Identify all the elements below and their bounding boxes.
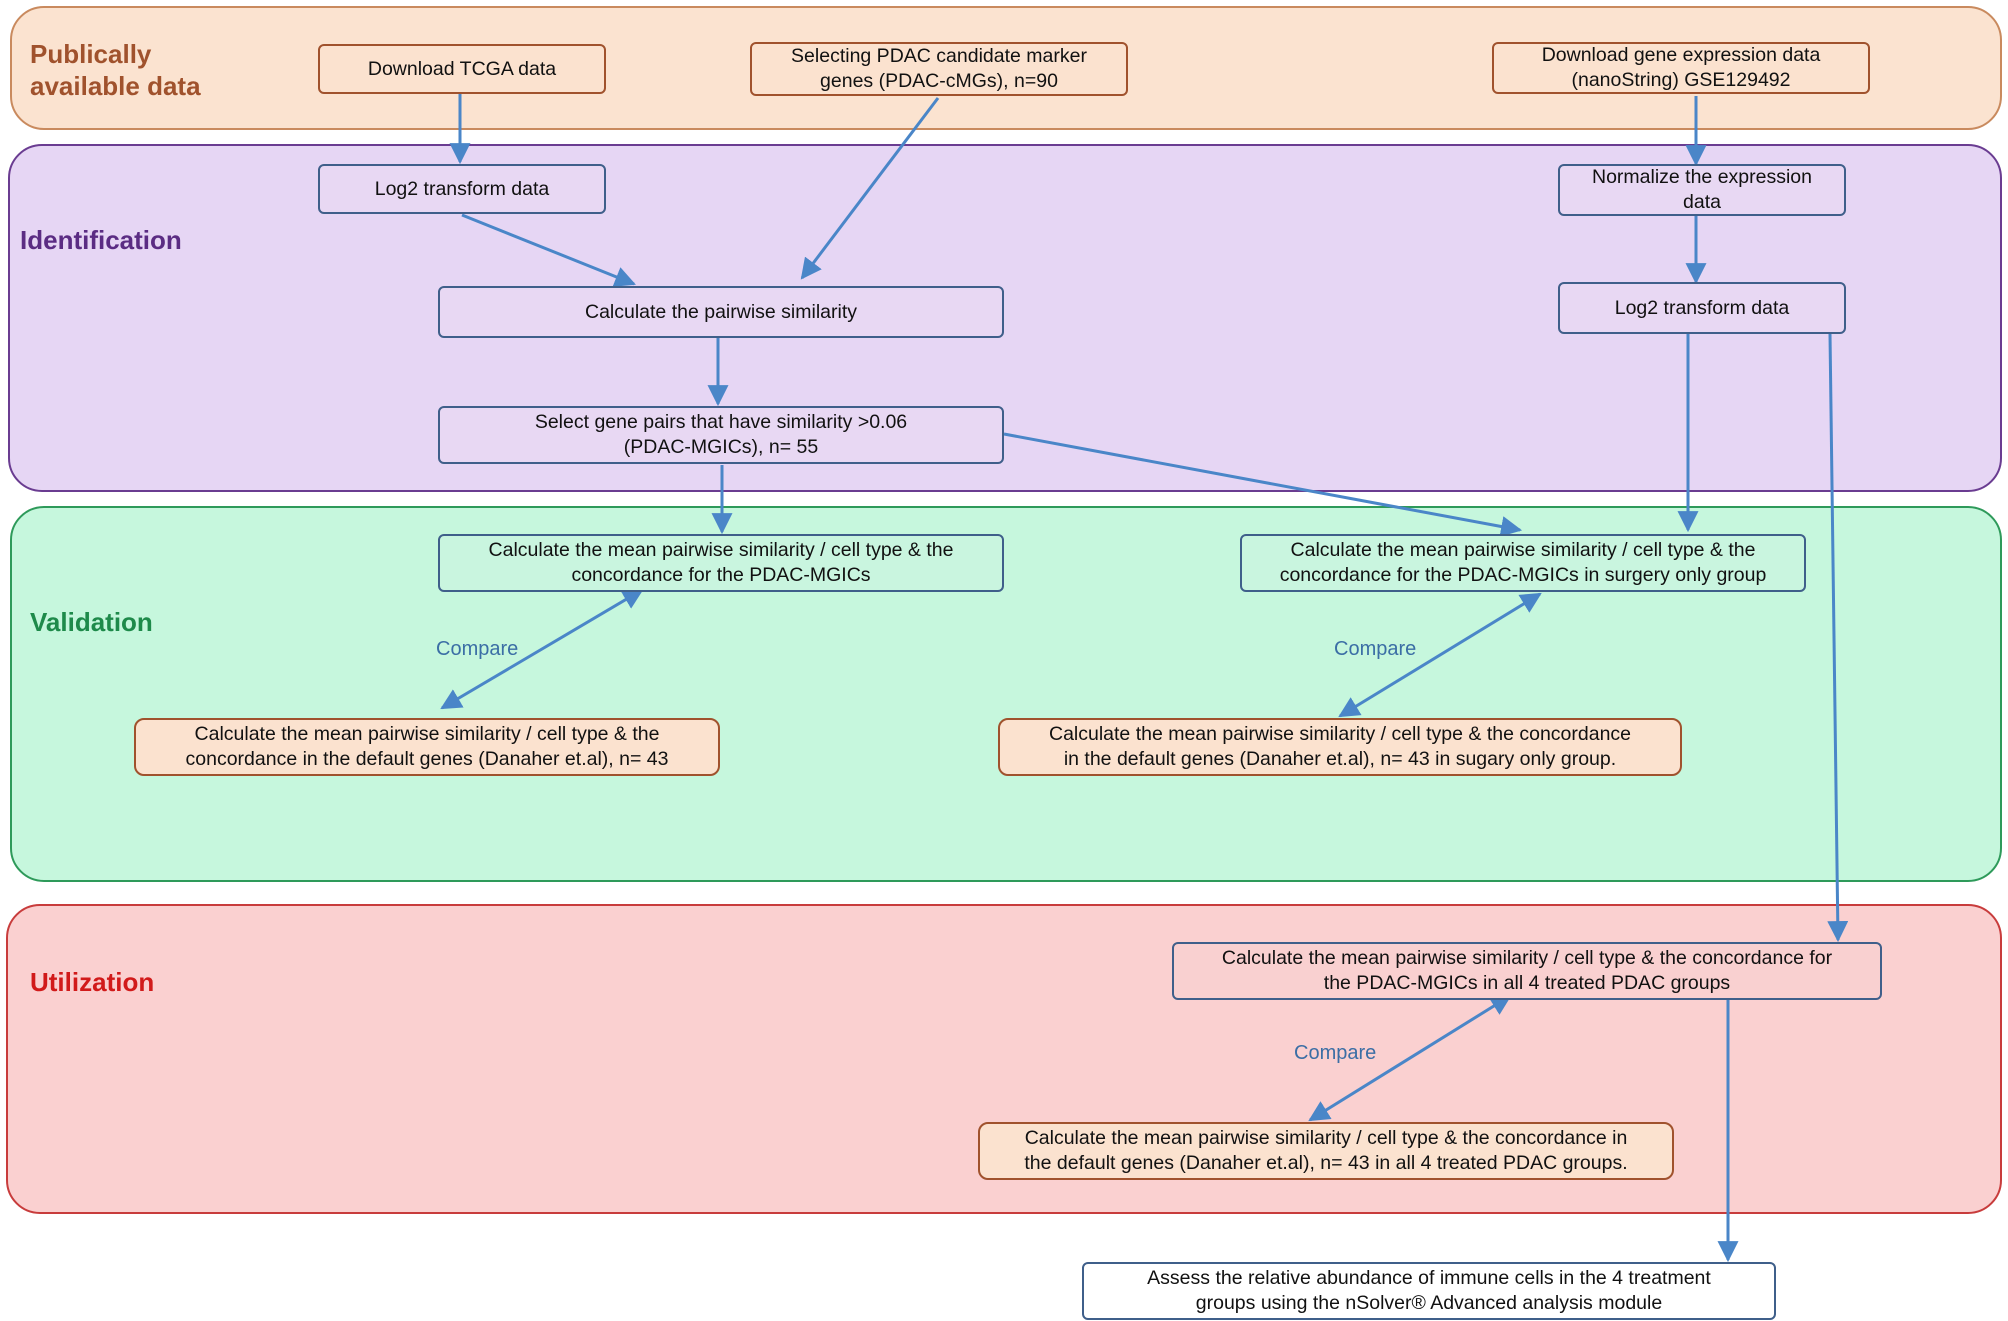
box-select-candidate-genes: Selecting PDAC candidate marker genes (P… — [750, 42, 1128, 96]
arrow-select-to-mean-right — [1003, 432, 1523, 537]
box-default-genes-left: Calculate the mean pairwise similarity /… — [134, 718, 720, 776]
box-normalize: Normalize the expression data — [1558, 164, 1846, 216]
arrow-compare-left — [440, 588, 644, 710]
box-default-genes-utilization: Calculate the mean pairwise similarity /… — [978, 1122, 1674, 1180]
box-mean-similarity-utilization: Calculate the mean pairwise similarity /… — [1172, 942, 1882, 1000]
arrow-compare-util — [1308, 994, 1512, 1122]
box-log2-left: Log2 transform data — [318, 164, 606, 214]
box-default-genes-right: Calculate the mean pairwise similarity /… — [998, 718, 1682, 776]
arrow-cmg-to-pairwise — [800, 97, 940, 280]
box-select-gene-pairs: Select gene pairs that have similarity >… — [438, 406, 1004, 464]
box-log2-right: Log2 transform data — [1558, 282, 1846, 334]
box-download-tcga: Download TCGA data — [318, 44, 606, 94]
compare-label-utilization: Compare — [1294, 1042, 1377, 1064]
box-download-geo: Download gene expression data (nanoStrin… — [1492, 42, 1870, 94]
box-mean-similarity-right: Calculate the mean pairwise similarity /… — [1240, 534, 1806, 592]
band-label-public: Publically available data — [30, 39, 201, 101]
arrow-log2-to-mean-util — [1827, 333, 1849, 943]
box-assess-abundance: Assess the relative abundance of immune … — [1082, 1262, 1776, 1320]
arrow-log2-to-pairwise — [461, 213, 636, 287]
arrow-compare-right — [1338, 592, 1542, 718]
box-mean-similarity-left: Calculate the mean pairwise similarity /… — [438, 534, 1004, 592]
band-label-identification: Identification — [20, 225, 182, 255]
compare-label-left: Compare — [436, 638, 519, 660]
box-pairwise-similarity: Calculate the pairwise similarity — [438, 286, 1004, 338]
band-label-validation: Validation — [30, 607, 153, 637]
compare-label-right: Compare — [1334, 638, 1417, 660]
band-label-utilization: Utilization — [30, 967, 155, 997]
